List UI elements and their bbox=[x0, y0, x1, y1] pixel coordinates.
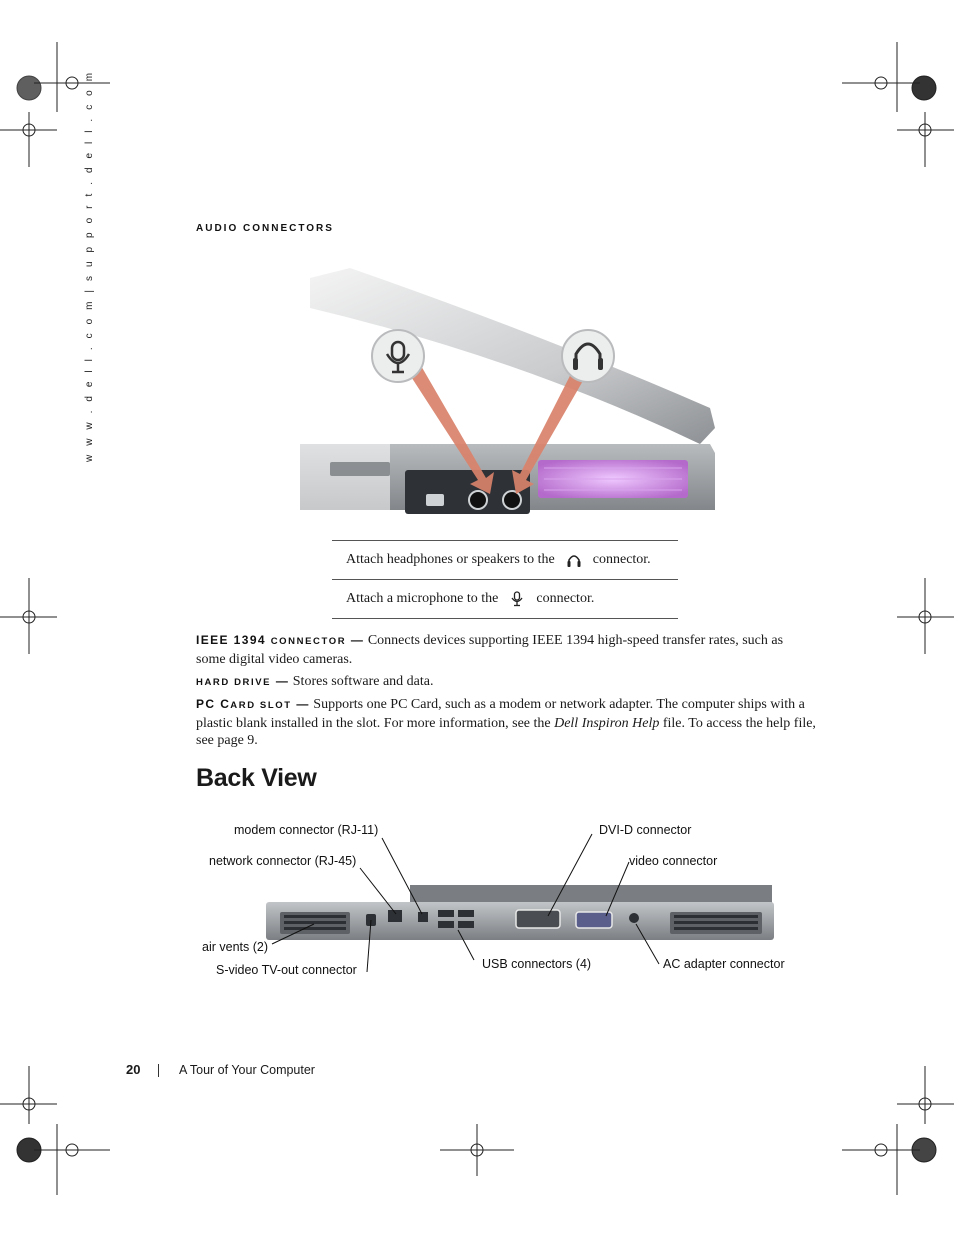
registration-mark-icon bbox=[874, 1143, 888, 1157]
ieee-1394-port bbox=[426, 494, 444, 506]
arrow-to-mic-jack bbox=[408, 364, 494, 494]
microphone-jack bbox=[468, 490, 488, 510]
footer-chapter-title: A Tour of Your Computer bbox=[179, 1063, 315, 1077]
footer-divider bbox=[158, 1064, 159, 1077]
callout-svideo-connector: S-video TV-out connector bbox=[216, 963, 357, 977]
microphone-text-after: connector. bbox=[536, 591, 595, 606]
audio-connectors-illustration bbox=[290, 268, 715, 514]
registration-mark-icon bbox=[874, 76, 888, 90]
microphone-icon bbox=[371, 329, 425, 383]
microphone-row: Attach a microphone to the connector. bbox=[332, 580, 678, 619]
registration-mark-icon bbox=[22, 1097, 36, 1111]
registration-mark-icon bbox=[918, 610, 932, 624]
dell-inspiron-help-ref: Dell Inspiron Help bbox=[554, 715, 660, 731]
microphone-icon bbox=[511, 591, 523, 607]
hard-drive-term: HARD DRIVE — bbox=[196, 674, 290, 688]
registration-mark-icon bbox=[22, 123, 36, 137]
video-port bbox=[575, 911, 613, 929]
headphones-text-after: connector. bbox=[592, 552, 651, 567]
headphones-icon bbox=[567, 555, 581, 567]
network-port-rj45 bbox=[388, 910, 402, 922]
microphone-text-before: Attach a microphone to the bbox=[346, 591, 499, 606]
registration-mark-icon bbox=[22, 610, 36, 624]
callout-network-connector: network connector (RJ-45) bbox=[209, 854, 357, 868]
registration-mark-icon bbox=[65, 1143, 79, 1157]
right-air-vent bbox=[670, 912, 762, 934]
registration-mark-icon bbox=[470, 1143, 484, 1157]
ieee-term: IEEE 1394 CONNECTOR — bbox=[196, 633, 365, 647]
modem-port-rj11 bbox=[418, 912, 428, 922]
page-number: 20 bbox=[126, 1062, 141, 1077]
registration-mark-icon bbox=[65, 76, 79, 90]
usb-ports bbox=[438, 910, 474, 928]
headphones-row: Attach headphones or speakers to the con… bbox=[332, 541, 678, 580]
callout-air-vents: air vents (2) bbox=[202, 940, 268, 954]
registration-mark-icon bbox=[918, 1097, 932, 1111]
arrow-to-headphone-jack bbox=[512, 364, 588, 494]
headphones-text-before: Attach headphones or speakers to the bbox=[346, 552, 555, 567]
registration-mark-icon bbox=[16, 75, 42, 101]
registration-mark-icon bbox=[918, 123, 932, 137]
audio-connectors-heading: AUDIO CONNECTORS bbox=[196, 223, 334, 234]
ieee-1394-definition: IEEE 1394 CONNECTOR — Connects devices s… bbox=[196, 632, 816, 668]
laptop-lid bbox=[310, 268, 715, 444]
back-view-heading: Back View bbox=[196, 764, 317, 792]
audio-connectors-table: Attach headphones or speakers to the con… bbox=[332, 540, 678, 619]
back-view-illustration bbox=[266, 885, 774, 940]
ac-adapter-port bbox=[629, 913, 639, 923]
left-air-vent bbox=[280, 912, 350, 934]
pc-card-text-2: file. To access the help file, see page … bbox=[196, 715, 816, 749]
pc-card-term: PC CARD SLOT — bbox=[196, 697, 310, 711]
pc-card-text: Supports one PC Card, such as a modem or… bbox=[196, 697, 805, 731]
callout-usb-connectors: USB connectors (4) bbox=[482, 957, 592, 971]
registration-mark-icon bbox=[911, 75, 937, 101]
callout-ac-adapter-connector: AC adapter connector bbox=[663, 957, 785, 971]
pc-card-definition: PC CARD SLOT — Supports one PC Card, suc… bbox=[196, 696, 816, 750]
ieee-text: Connects devices supporting IEEE 1394 hi… bbox=[196, 633, 784, 667]
callout-dvi-d-connector: DVI-D connector bbox=[599, 823, 692, 837]
laptop-back-lid bbox=[410, 885, 772, 905]
callout-modem-connector: modem connector (RJ-11) bbox=[234, 823, 379, 837]
hard-drive-text: Stores software and data. bbox=[292, 674, 434, 689]
callout-video-connector: video connector bbox=[629, 854, 718, 868]
headphone-jack bbox=[502, 490, 522, 510]
hard-drive-definition: HARD DRIVE — Stores software and data. bbox=[196, 673, 816, 692]
